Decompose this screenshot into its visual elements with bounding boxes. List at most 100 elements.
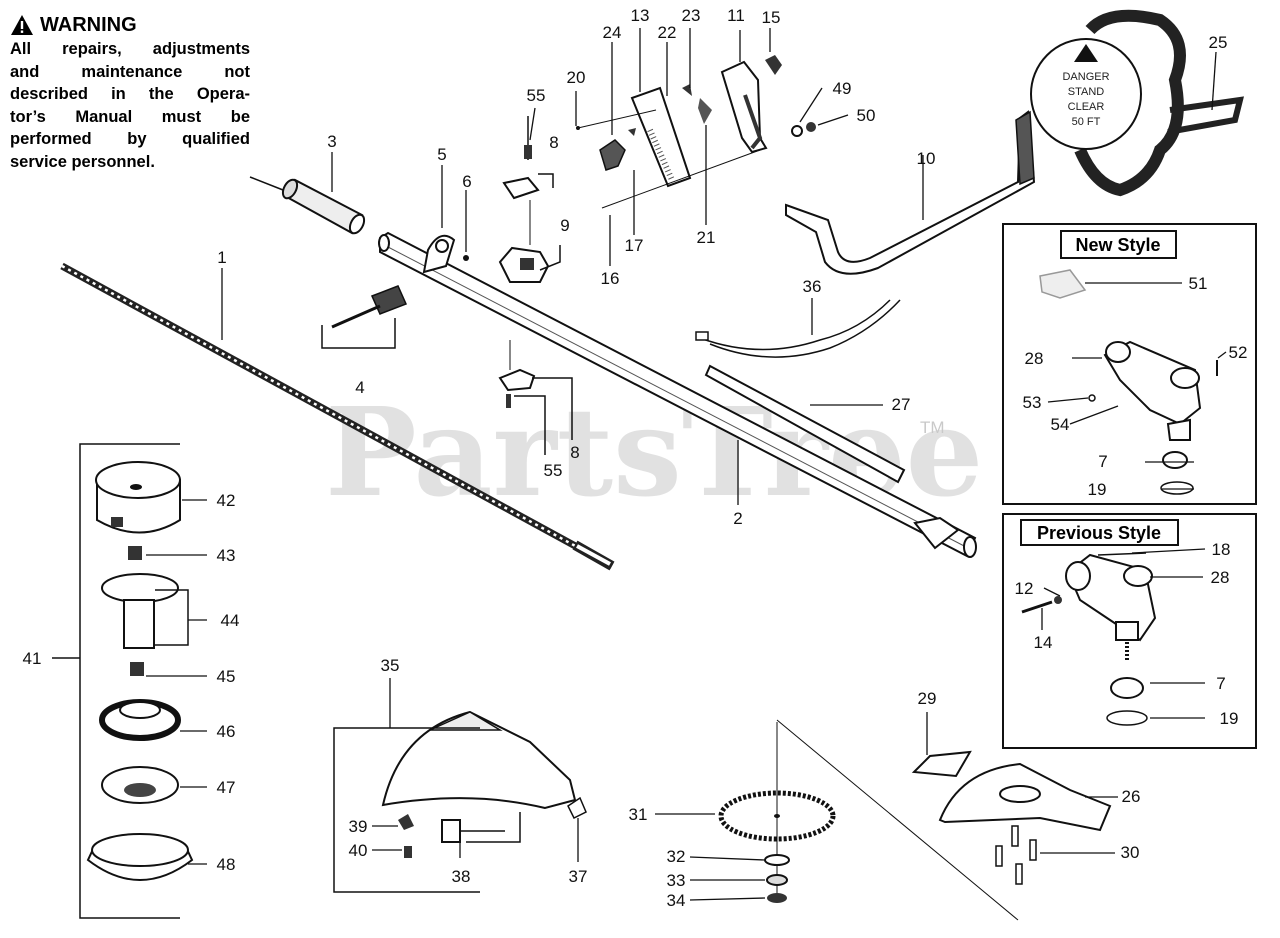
callout-12: 12 [1015,579,1034,598]
debris-guard [381,710,587,858]
callout-31: 31 [629,805,648,824]
callout-8-top: 8 [549,133,558,152]
callout-35: 35 [381,656,400,675]
callout-7-prev: 7 [1216,674,1225,693]
callout-27: 27 [892,395,911,414]
callout-37: 37 [569,867,588,886]
callout-39: 39 [349,817,368,836]
previous-style-title: Previous Style [1037,523,1161,543]
callout-32: 32 [667,847,686,866]
callout-38: 38 [452,867,471,886]
callout-23: 23 [682,6,701,25]
callout-49: 49 [833,79,852,98]
callout-46: 46 [217,722,236,741]
callout-4: 4 [355,378,364,397]
callout-48: 48 [217,855,236,874]
callout-10: 10 [917,149,936,168]
sticker-line-4: 50 FT [1072,116,1101,128]
saw-blade [718,722,836,903]
callout-21: 21 [697,228,716,247]
callout-14: 14 [1034,633,1053,652]
callout-44: 44 [221,611,240,630]
callout-3: 3 [327,132,336,151]
new-style-title: New Style [1075,235,1160,255]
callout-19-prev: 19 [1220,709,1239,728]
callout-40: 40 [349,841,368,860]
warning-line: tor’s Manual must be [10,107,250,126]
shaft-tube [378,231,977,558]
warning-heading: WARNING [10,12,250,38]
warning-line: All repairs, adjustments [10,40,250,58]
wire-harness [695,299,901,358]
callout-9: 9 [560,216,569,235]
danger-sticker-text: DANGER STAND CLEAR 50 FT [1062,71,1109,128]
callout-20: 20 [567,68,586,87]
drive-cable [60,262,615,571]
callout-13: 13 [631,6,650,25]
callout-15: 15 [762,8,781,27]
throttle-parts [498,116,550,283]
blade-guard [911,750,1112,885]
callout-29: 29 [918,689,937,708]
callout-30: 30 [1121,843,1140,862]
warning-title: WARNING [40,13,137,36]
callout-53: 53 [1023,393,1042,412]
callout-6: 6 [462,172,471,191]
new-style-parts [1039,269,1218,495]
warning-note: WARNING All repairs, adjustments and mai… [10,12,250,173]
lower-clip [498,340,536,408]
callout-26: 26 [1122,787,1141,806]
shield-strip [704,364,906,484]
handle-assembly [576,55,816,209]
new-style-panel [1002,223,1257,505]
callout-41: 41 [23,649,42,668]
callout-25: 25 [1209,33,1228,52]
previous-style-parts [1021,552,1157,726]
callout-42: 42 [217,491,236,510]
callout-34: 34 [667,891,686,910]
watermark-tm: TM [920,418,945,437]
warning-line: performed by qualified [10,130,250,148]
bar-handle [785,110,1036,275]
foam-grip [249,176,366,235]
callout-1: 1 [217,248,226,267]
sticker-line-2: STAND [1068,86,1105,98]
callout-54: 54 [1051,415,1070,434]
callout-51: 51 [1189,274,1208,293]
callout-18: 18 [1212,540,1231,559]
callout-2: 2 [733,509,742,528]
handle-clamp [331,234,469,329]
callout-36: 36 [803,277,822,296]
callout-19-new: 19 [1088,480,1107,499]
callout-47: 47 [217,778,236,797]
warning-line: and maintenance not [10,62,250,81]
warning-triangle-icon [11,15,33,35]
warning-line: service personnel. [10,152,155,171]
callout-17: 17 [625,236,644,255]
callout-7-new: 7 [1098,452,1107,471]
warning-line: described in the Opera- [10,85,250,103]
callout-55-top: 55 [527,86,546,105]
trimmer-head [86,461,194,881]
sticker-line-1: DANGER [1062,71,1109,83]
callout-45: 45 [217,667,236,686]
callout-5: 5 [437,145,446,164]
harness [1030,9,1244,197]
callout-numbers: 1 2 3 4 5 6 7 7 8 8 9 10 11 12 13 14 15 … [23,6,1248,910]
callout-50: 50 [857,106,876,125]
sticker-line-3: CLEAR [1068,101,1105,113]
callout-11: 11 [727,6,745,25]
callout-33: 33 [667,871,686,890]
callout-55-bottom: 55 [544,461,563,480]
callout-8-bottom: 8 [570,443,579,462]
callout-22: 22 [658,23,677,42]
callout-43: 43 [217,546,236,565]
callout-52: 52 [1229,343,1248,362]
previous-style-panel [1002,513,1257,749]
callout-24: 24 [603,23,622,42]
callout-28-new: 28 [1025,349,1044,368]
callout-28-prev: 28 [1211,568,1230,587]
callout-16: 16 [601,269,620,288]
leader-lines [146,28,1227,901]
